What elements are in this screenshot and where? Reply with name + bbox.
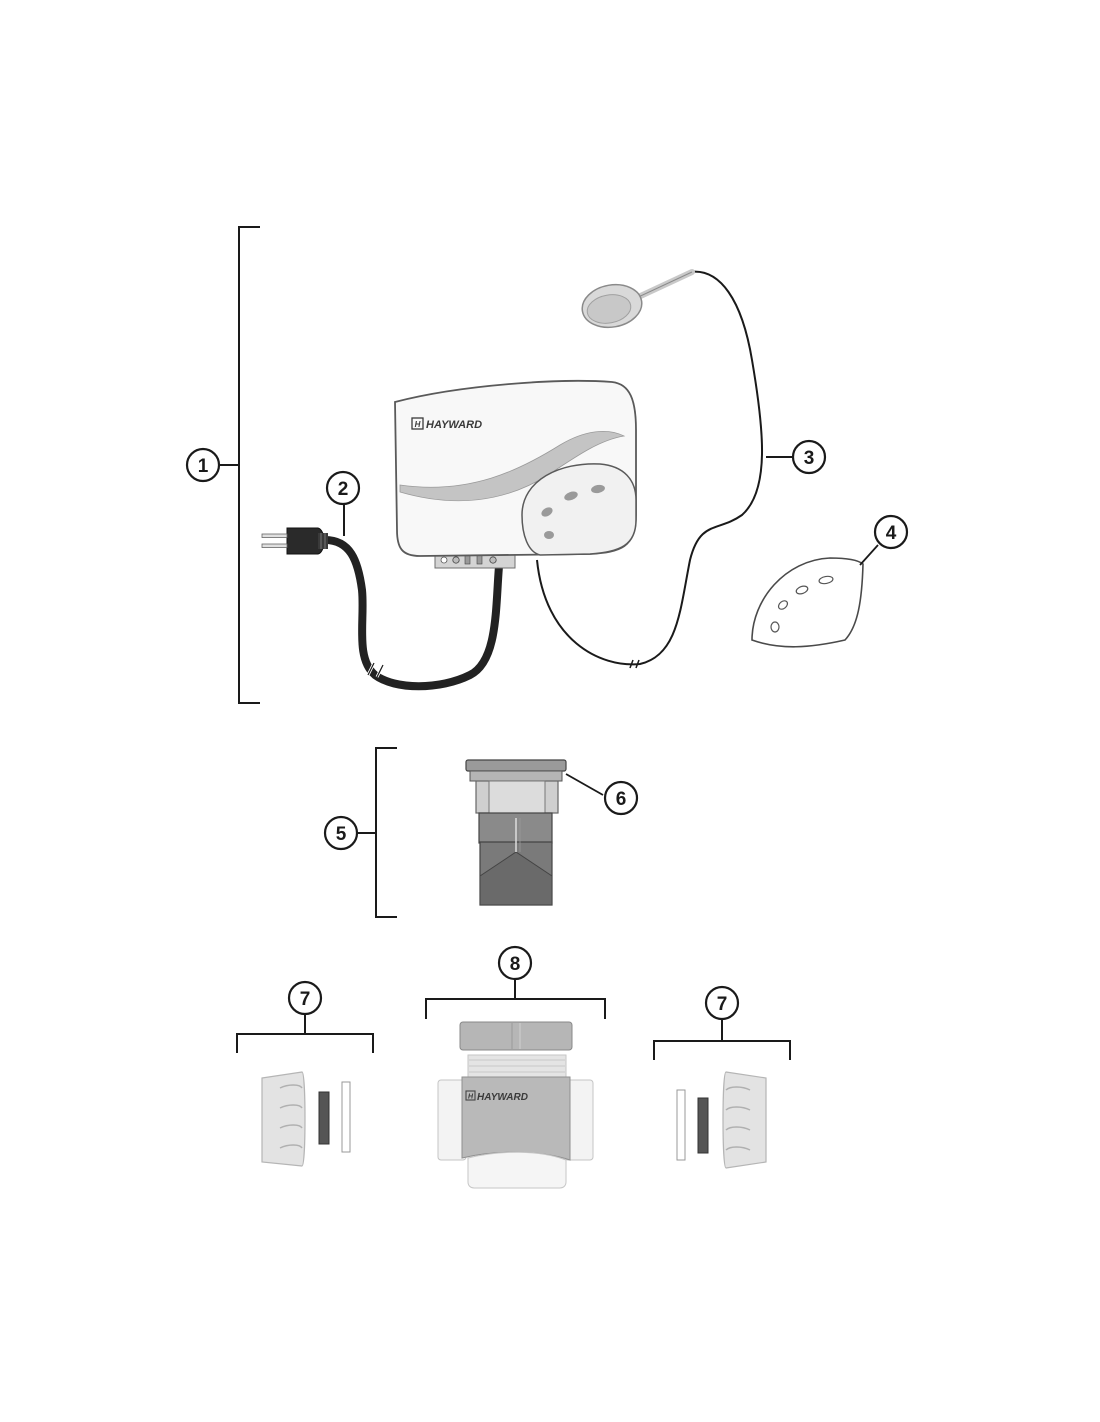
callout-7-right: 7 — [704, 985, 740, 1021]
cell-housing: H HAYWARD — [437, 1021, 594, 1189]
svg-text:1: 1 — [198, 456, 209, 477]
callout-2: 2 — [325, 470, 361, 506]
svg-text:HAYWARD: HAYWARD — [426, 419, 482, 431]
svg-text:HAYWARD: HAYWARD — [477, 1092, 528, 1103]
svg-text:5: 5 — [336, 824, 347, 845]
svg-text:H: H — [468, 1094, 474, 1101]
callout-7-left: 7 — [287, 980, 323, 1016]
svg-text:4: 4 — [886, 523, 897, 544]
svg-text:7: 7 — [300, 989, 311, 1010]
power-plug — [261, 527, 328, 555]
svg-text:8: 8 — [510, 954, 521, 975]
sensor-probe-disc — [581, 269, 695, 329]
callout-1: 1 — [185, 447, 221, 483]
control-box: H HAYWARD — [394, 380, 637, 569]
bracket-group-7-right — [653, 1020, 791, 1060]
hayward-logo-housing: H HAYWARD — [465, 1090, 528, 1103]
callout-5: 5 — [323, 815, 359, 851]
union-fitting-right — [676, 1071, 767, 1169]
svg-text:H: H — [415, 420, 421, 429]
bracket-group-5 — [357, 747, 397, 918]
svg-text:7: 7 — [717, 994, 728, 1015]
bracket-group-7-left — [236, 1015, 374, 1053]
svg-text:6: 6 — [616, 789, 627, 810]
sensor-wire — [536, 270, 793, 669]
svg-text:2: 2 — [338, 479, 349, 500]
cell-assembly — [465, 759, 604, 906]
bracket-group-1 — [219, 226, 260, 704]
power-cord — [321, 498, 504, 691]
callout-6: 6 — [603, 780, 639, 816]
bracket-group-8 — [425, 980, 606, 1019]
callout-8: 8 — [497, 945, 533, 981]
spare-cover — [751, 544, 879, 648]
callout-4: 4 — [873, 514, 909, 550]
svg-text:3: 3 — [804, 448, 815, 469]
union-fitting-left — [261, 1071, 351, 1167]
hayward-logo-box: H HAYWARD — [411, 417, 482, 431]
callout-3: 3 — [791, 439, 827, 475]
